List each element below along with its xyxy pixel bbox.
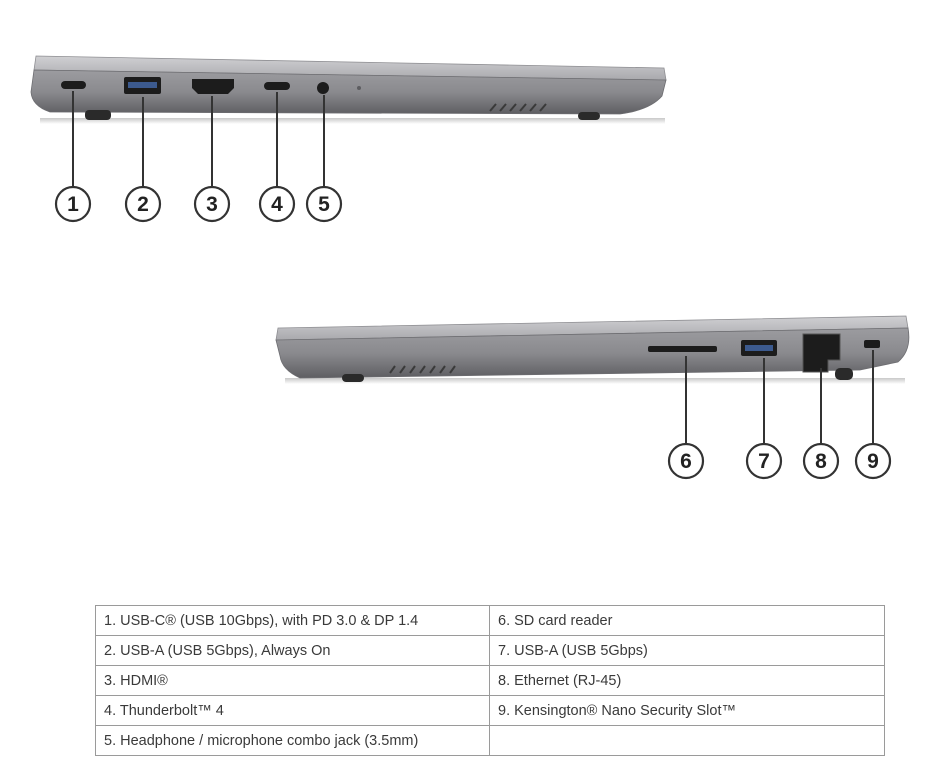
callout-4: 4 [258,185,296,223]
left-foot-front [85,110,111,120]
left-base [30,69,667,115]
ethernet-port-icon [802,333,841,373]
right-foot-rear [835,368,853,380]
kensington-slot-icon [864,340,880,348]
callout-7-label: 7 [758,450,770,473]
left-floor-shadow [40,118,665,124]
audio-jack-icon [317,82,329,94]
left-leader-lines [72,91,325,187]
port-legend-cell: 1. USB-C® (USB 10Gbps), with PD 3.0 & DP… [95,605,490,636]
port-legend-cell: 8. Ethernet (RJ-45) [489,665,885,696]
right-foot-front [342,374,364,382]
status-led-icon [357,86,361,90]
callout-6: 6 [667,442,705,480]
thunderbolt-port-icon [264,82,290,90]
right-floor-shadow [285,378,905,384]
port-legend-table: 1. USB-C® (USB 10Gbps), with PD 3.0 & DP… [95,605,885,756]
callout-1: 1 [54,185,92,223]
left-foot-rear [578,112,600,120]
table-row: 3. HDMI® 8. Ethernet (RJ-45) [95,665,885,696]
port-legend-cell: 2. USB-A (USB 5Gbps), Always On [95,635,490,666]
port-legend-cell: 3. HDMI® [95,665,490,696]
port-legend-cell: 7. USB-A (USB 5Gbps) [489,635,885,666]
table-row: 1. USB-C® (USB 10Gbps), with PD 3.0 & DP… [95,605,885,636]
laptop-ports-diagram: 1 2 3 4 5 [30,55,910,480]
callout-5-label: 5 [318,193,330,216]
port-legend-cell: 6. SD card reader [489,605,885,636]
callout-3-label: 3 [206,193,218,216]
callout-5: 5 [305,185,343,223]
callout-8-label: 8 [815,450,827,473]
callout-9: 9 [854,442,892,480]
laptop-right-side-view [275,315,910,384]
port-legend-cell: 9. Kensington® Nano Security Slot™ [489,695,885,726]
right-vent [389,365,456,374]
port-legend-cell [489,725,885,756]
sd-card-reader-icon [648,346,717,352]
table-row: 5. Headphone / microphone combo jack (3.… [95,725,885,756]
left-vent [489,103,547,112]
callout-2-label: 2 [137,193,149,216]
hdmi-port-icon [192,79,234,94]
port-legend-cell: 5. Headphone / microphone combo jack (3.… [95,725,490,756]
callout-4-label: 4 [271,193,283,216]
port-legend-cell: 4. Thunderbolt™ 4 [95,695,490,726]
callout-9-label: 9 [867,450,879,473]
usb-a-port-tongue [128,82,157,88]
table-row: 4. Thunderbolt™ 4 9. Kensington® Nano Se… [95,695,885,726]
right-leader-lines [685,350,874,444]
usb-a-port-right-tongue [745,345,773,351]
usb-c-port-icon [61,81,86,89]
callout-2: 2 [124,185,162,223]
callout-3: 3 [193,185,231,223]
table-row: 2. USB-A (USB 5Gbps), Always On 7. USB-A… [95,635,885,666]
laptop-left-side-view [30,55,667,124]
callout-1-label: 1 [67,193,79,216]
callout-8: 8 [802,442,840,480]
callout-7: 7 [745,442,783,480]
callout-6-label: 6 [680,450,692,473]
